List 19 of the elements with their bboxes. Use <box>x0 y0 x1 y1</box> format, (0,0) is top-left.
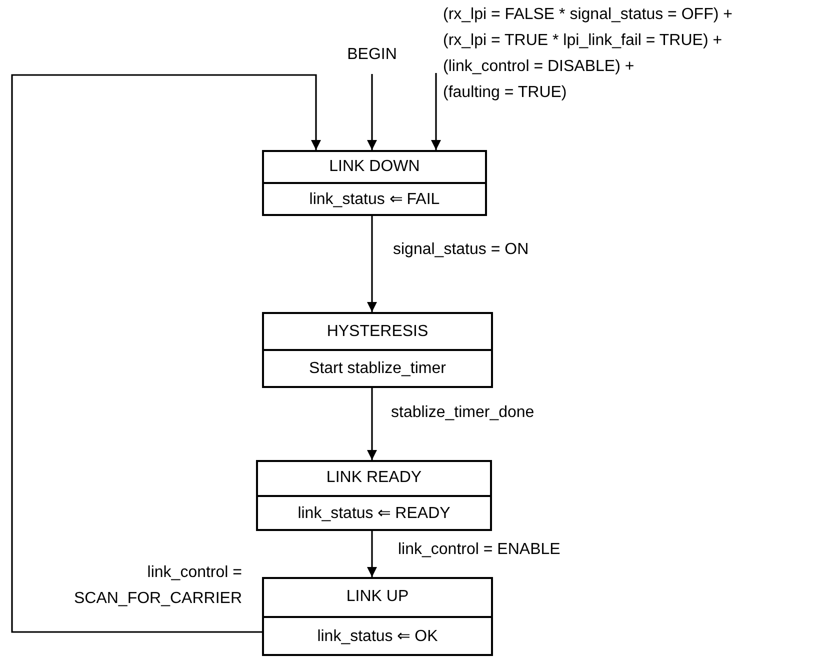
state-name: LINK DOWN <box>329 158 420 176</box>
start-label: BEGIN <box>347 46 397 63</box>
state-action: link_status ⇐ OK <box>317 626 438 646</box>
arrow <box>367 388 377 460</box>
arrow <box>367 216 377 312</box>
arrow <box>367 531 377 577</box>
state-name: LINK READY <box>326 469 422 488</box>
state-action: Start stablize_timer <box>309 360 446 378</box>
state-name: HYSTERESIS <box>326 322 428 340</box>
arrow <box>11 74 321 633</box>
state-action: link_status ⇐ FAIL <box>309 190 440 209</box>
arrow <box>431 73 441 150</box>
state-box <box>262 150 487 216</box>
state-box <box>256 460 492 531</box>
state-box <box>262 312 493 388</box>
state-name: LINK UP <box>346 588 409 606</box>
state-action: link_status ⇐ READY <box>298 504 450 523</box>
state-box <box>262 577 493 656</box>
arrow <box>367 74 377 150</box>
